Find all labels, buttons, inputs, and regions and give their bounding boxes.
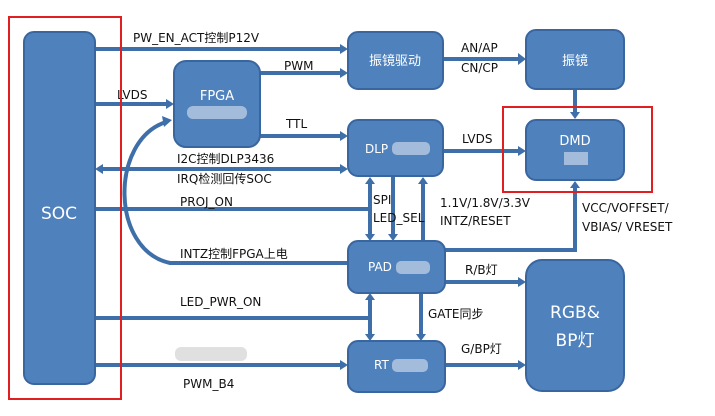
label-i2c: I2C控制DLP3436 <box>177 152 274 166</box>
arrowhead <box>340 44 348 54</box>
redacted-text <box>392 142 430 155</box>
galvo-driver-label: 振镜驱动 <box>369 54 421 69</box>
fpga-label: FPGA <box>200 89 234 104</box>
dmd-label: DMD <box>559 134 590 149</box>
block-soc <box>23 31 96 385</box>
block-galvo <box>525 29 625 90</box>
arrowhead <box>518 277 526 287</box>
arrowhead <box>518 146 526 156</box>
arrowhead <box>570 112 580 119</box>
dlp-label: DLP <box>365 142 388 156</box>
label-rb: R/B灯 <box>465 263 498 277</box>
arrowhead <box>365 177 375 184</box>
arrowhead <box>162 116 172 127</box>
arrowhead <box>166 99 174 109</box>
rgb-label-line2: BP灯 <box>556 331 595 351</box>
redacted-text <box>564 152 588 165</box>
wire-vcc-dmd <box>445 188 577 252</box>
arrowhead <box>340 360 348 370</box>
label-cn-cp: CN/CP <box>461 61 498 75</box>
label-lvds-dmd: LVDS <box>462 132 492 146</box>
arrowhead <box>340 164 348 174</box>
pad-label: PAD <box>368 260 392 274</box>
block-dmd <box>525 119 625 181</box>
arrowhead <box>365 293 375 300</box>
arrowhead <box>340 68 348 78</box>
arrowhead <box>388 234 398 241</box>
label-pwm-b4: PWM_B4 <box>183 377 234 391</box>
label-vcc: VCC/VOFFSET/ <box>582 201 670 215</box>
galvo-label: 振镜 <box>562 54 588 69</box>
label-an-ap: AN/AP <box>461 41 498 55</box>
rgb-label-line1: RGB& <box>550 303 600 323</box>
arrowhead <box>95 164 103 174</box>
label-intz-reset: INTZ/RESET <box>440 214 511 228</box>
block-galvo-driver <box>347 31 444 90</box>
label-spi: SPI <box>373 193 391 207</box>
label-irq: IRQ检测回传SOC <box>177 171 272 186</box>
redacted-text <box>396 261 430 274</box>
block-rgb-bp <box>525 259 625 392</box>
highlight-dmd <box>502 106 653 193</box>
label-led-sel: LED_SEL <box>373 211 425 225</box>
arrowhead <box>416 334 426 341</box>
label-volt: 1.1V/1.8V/3.3V <box>440 196 531 210</box>
redacted-text <box>175 347 247 361</box>
wire-intz-fpga <box>122 120 348 265</box>
arrowhead <box>340 131 348 141</box>
arrowhead <box>418 177 428 184</box>
label-pwm: PWM <box>284 59 313 73</box>
label-gbp: G/BP灯 <box>461 342 502 356</box>
label-gate: GATE同步 <box>428 307 484 321</box>
block-fpga <box>173 60 261 148</box>
label-ttl: TTL <box>285 117 307 131</box>
arrowhead <box>518 360 526 370</box>
arrowhead <box>518 53 526 65</box>
redacted-text <box>392 359 428 372</box>
arrowhead <box>365 234 375 241</box>
redacted-text <box>187 106 247 119</box>
label-intz-fpga: INTZ控制FPGA上电 <box>180 247 288 261</box>
label-proj-on: PROJ_ON <box>180 195 233 209</box>
highlight-soc <box>8 16 122 400</box>
soc-label: SOC <box>41 204 77 224</box>
label-lvds-soc: LVDS <box>117 88 147 102</box>
arrowhead <box>365 334 375 341</box>
rt-label: RT <box>374 358 389 372</box>
label-vbias: VBIAS/ VRESET <box>582 220 673 234</box>
label-led-pwr: LED_PWR_ON <box>180 295 261 309</box>
label-pw-en: PW_EN_ACT控制P12V <box>133 31 260 45</box>
arrowhead <box>570 181 580 188</box>
